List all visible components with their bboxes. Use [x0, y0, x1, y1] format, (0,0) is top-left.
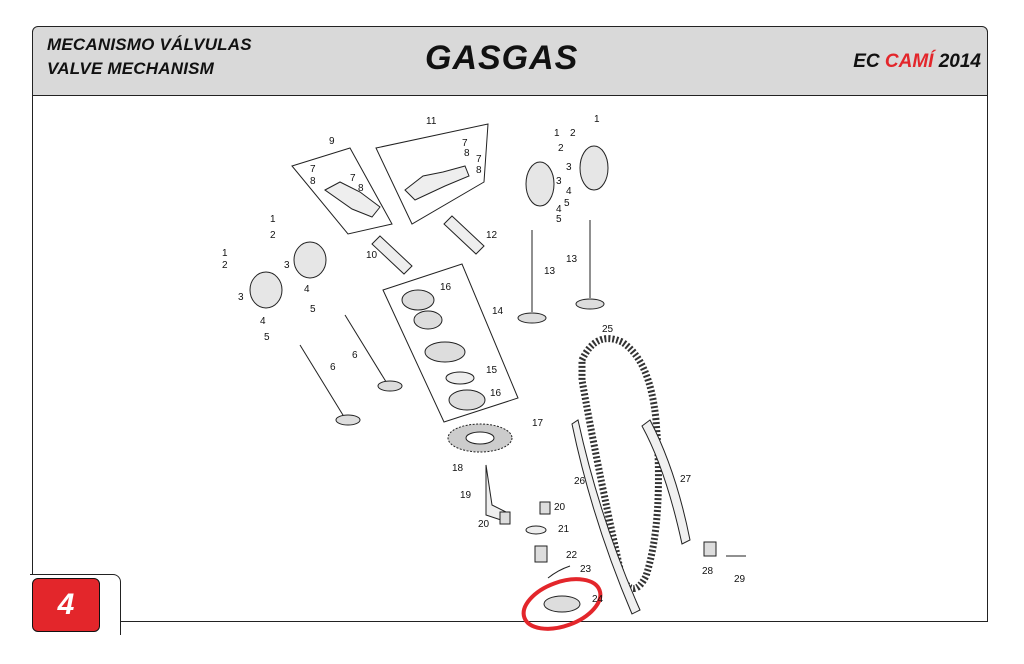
rocker-arm-box-left [291, 147, 393, 235]
part-label-13a: 13 [544, 266, 556, 277]
part-label-3d: 3 [566, 162, 572, 173]
part-label-8b: 8 [358, 183, 364, 194]
cam-sprocket-hub [465, 431, 495, 445]
part-label-5a: 5 [310, 304, 316, 315]
part-label-4d: 4 [566, 186, 572, 197]
chain-guide-26 [571, 419, 641, 615]
rocker-arm-left [324, 181, 381, 218]
page-number: 4 [32, 578, 100, 632]
bearing [448, 389, 486, 411]
part-label-26: 26 [574, 476, 586, 487]
part-label-3a: 3 [284, 260, 290, 271]
camshaft-lobe-2 [413, 310, 443, 330]
camshaft-box [382, 263, 519, 423]
part-label-14: 14 [492, 306, 504, 317]
model-prefix: EC [853, 51, 885, 72]
part-label-16a: 16 [440, 282, 452, 293]
highlight-circle [521, 577, 603, 631]
valve-head-right-2 [575, 298, 605, 310]
part-label-21: 21 [558, 524, 570, 535]
spring-23 [547, 565, 571, 579]
valve-head-right-1 [517, 312, 547, 324]
title-english: VALVE MECHANISM [47, 59, 215, 78]
rocker-shaft-10 [371, 235, 413, 275]
part-label-1b: 1 [222, 248, 228, 259]
part-label-5c: 5 [556, 214, 562, 225]
washer-21 [525, 525, 547, 535]
valve-spring-right-1 [525, 161, 555, 207]
part-label-19: 19 [460, 490, 472, 501]
valve-head-left-1 [335, 414, 361, 426]
rocker-arm-box-right [375, 123, 489, 225]
part-label-1d: 1 [594, 114, 600, 125]
model-title: EC CAMÍ 2014 [853, 51, 981, 73]
part-label-13b: 13 [566, 254, 578, 265]
part-label-8a: 8 [310, 176, 316, 187]
part-label-8c: 8 [464, 148, 470, 159]
part-label-18: 18 [452, 463, 464, 474]
model-year: 2014 [933, 51, 981, 72]
valve-stem-left-2 [344, 314, 389, 386]
timing-chain [578, 335, 662, 592]
part-label-4a: 4 [304, 284, 310, 295]
part-label-20a: 20 [554, 502, 566, 513]
part-label-7d: 7 [476, 154, 482, 165]
part-label-1c: 1 [554, 128, 560, 139]
part-label-23: 23 [580, 564, 592, 575]
part-label-2d: 2 [570, 128, 576, 139]
part-label-6a: 6 [352, 350, 358, 361]
part-label-24: 24 [592, 594, 604, 605]
part-label-2a: 2 [270, 230, 276, 241]
bolt-20-right [539, 501, 551, 515]
part-label-7c: 7 [462, 138, 468, 149]
part-label-10: 10 [366, 250, 378, 261]
part-label-12: 12 [486, 230, 498, 241]
camshaft-flange [424, 341, 466, 363]
part-label-8d: 8 [476, 165, 482, 176]
valve-spring-left-1 [249, 271, 283, 309]
part-label-27: 27 [680, 474, 692, 485]
valve-spring-left-2 [293, 241, 327, 279]
part-label-17: 17 [532, 418, 544, 429]
part-label-22: 22 [566, 550, 578, 561]
brand-logo: GASGAS [425, 39, 579, 77]
part-label-7a: 7 [310, 164, 316, 175]
part-label-15: 15 [486, 365, 498, 376]
plug-22 [534, 545, 548, 563]
part-label-5b: 5 [264, 332, 270, 343]
part-label-2c: 2 [558, 143, 564, 154]
part-label-2b: 2 [222, 260, 228, 271]
part-label-1a: 1 [270, 214, 276, 225]
part-label-4b: 4 [260, 316, 266, 327]
valve-stem-left-1 [299, 344, 347, 421]
part-label-29: 29 [734, 574, 746, 585]
part-label-9: 9 [329, 136, 335, 147]
rocker-arm-right [404, 165, 470, 201]
header-bar: MECANISMO VÁLVULAS VALVE MECHANISM GASGA… [32, 26, 988, 96]
camshaft-lobe-1 [401, 289, 435, 311]
part-label-5d: 5 [564, 198, 570, 209]
valve-spring-right-2 [579, 145, 609, 191]
part-label-25: 25 [602, 324, 614, 335]
part-label-20b: 20 [478, 519, 490, 530]
part-label-16b: 16 [490, 388, 502, 399]
cap-24 [543, 595, 581, 613]
part-label-11: 11 [426, 116, 437, 127]
diagram-frame [32, 96, 988, 622]
part-label-4c: 4 [556, 204, 562, 215]
bolt-20-left [499, 511, 511, 525]
part-label-28: 28 [702, 566, 714, 577]
circlip [445, 371, 475, 385]
title-spanish: MECANISMO VÁLVULAS [47, 35, 252, 54]
part-label-6b: 6 [330, 362, 336, 373]
chain-guide-27 [641, 419, 691, 545]
part-label-3b: 3 [238, 292, 244, 303]
bolt-28 [703, 541, 717, 557]
rocker-shaft-12 [443, 215, 485, 255]
part-label-3c: 3 [556, 176, 562, 187]
part-label-7b: 7 [350, 173, 356, 184]
valve-head-left-2 [377, 380, 403, 392]
model-accent: CAMÍ [884, 51, 934, 72]
